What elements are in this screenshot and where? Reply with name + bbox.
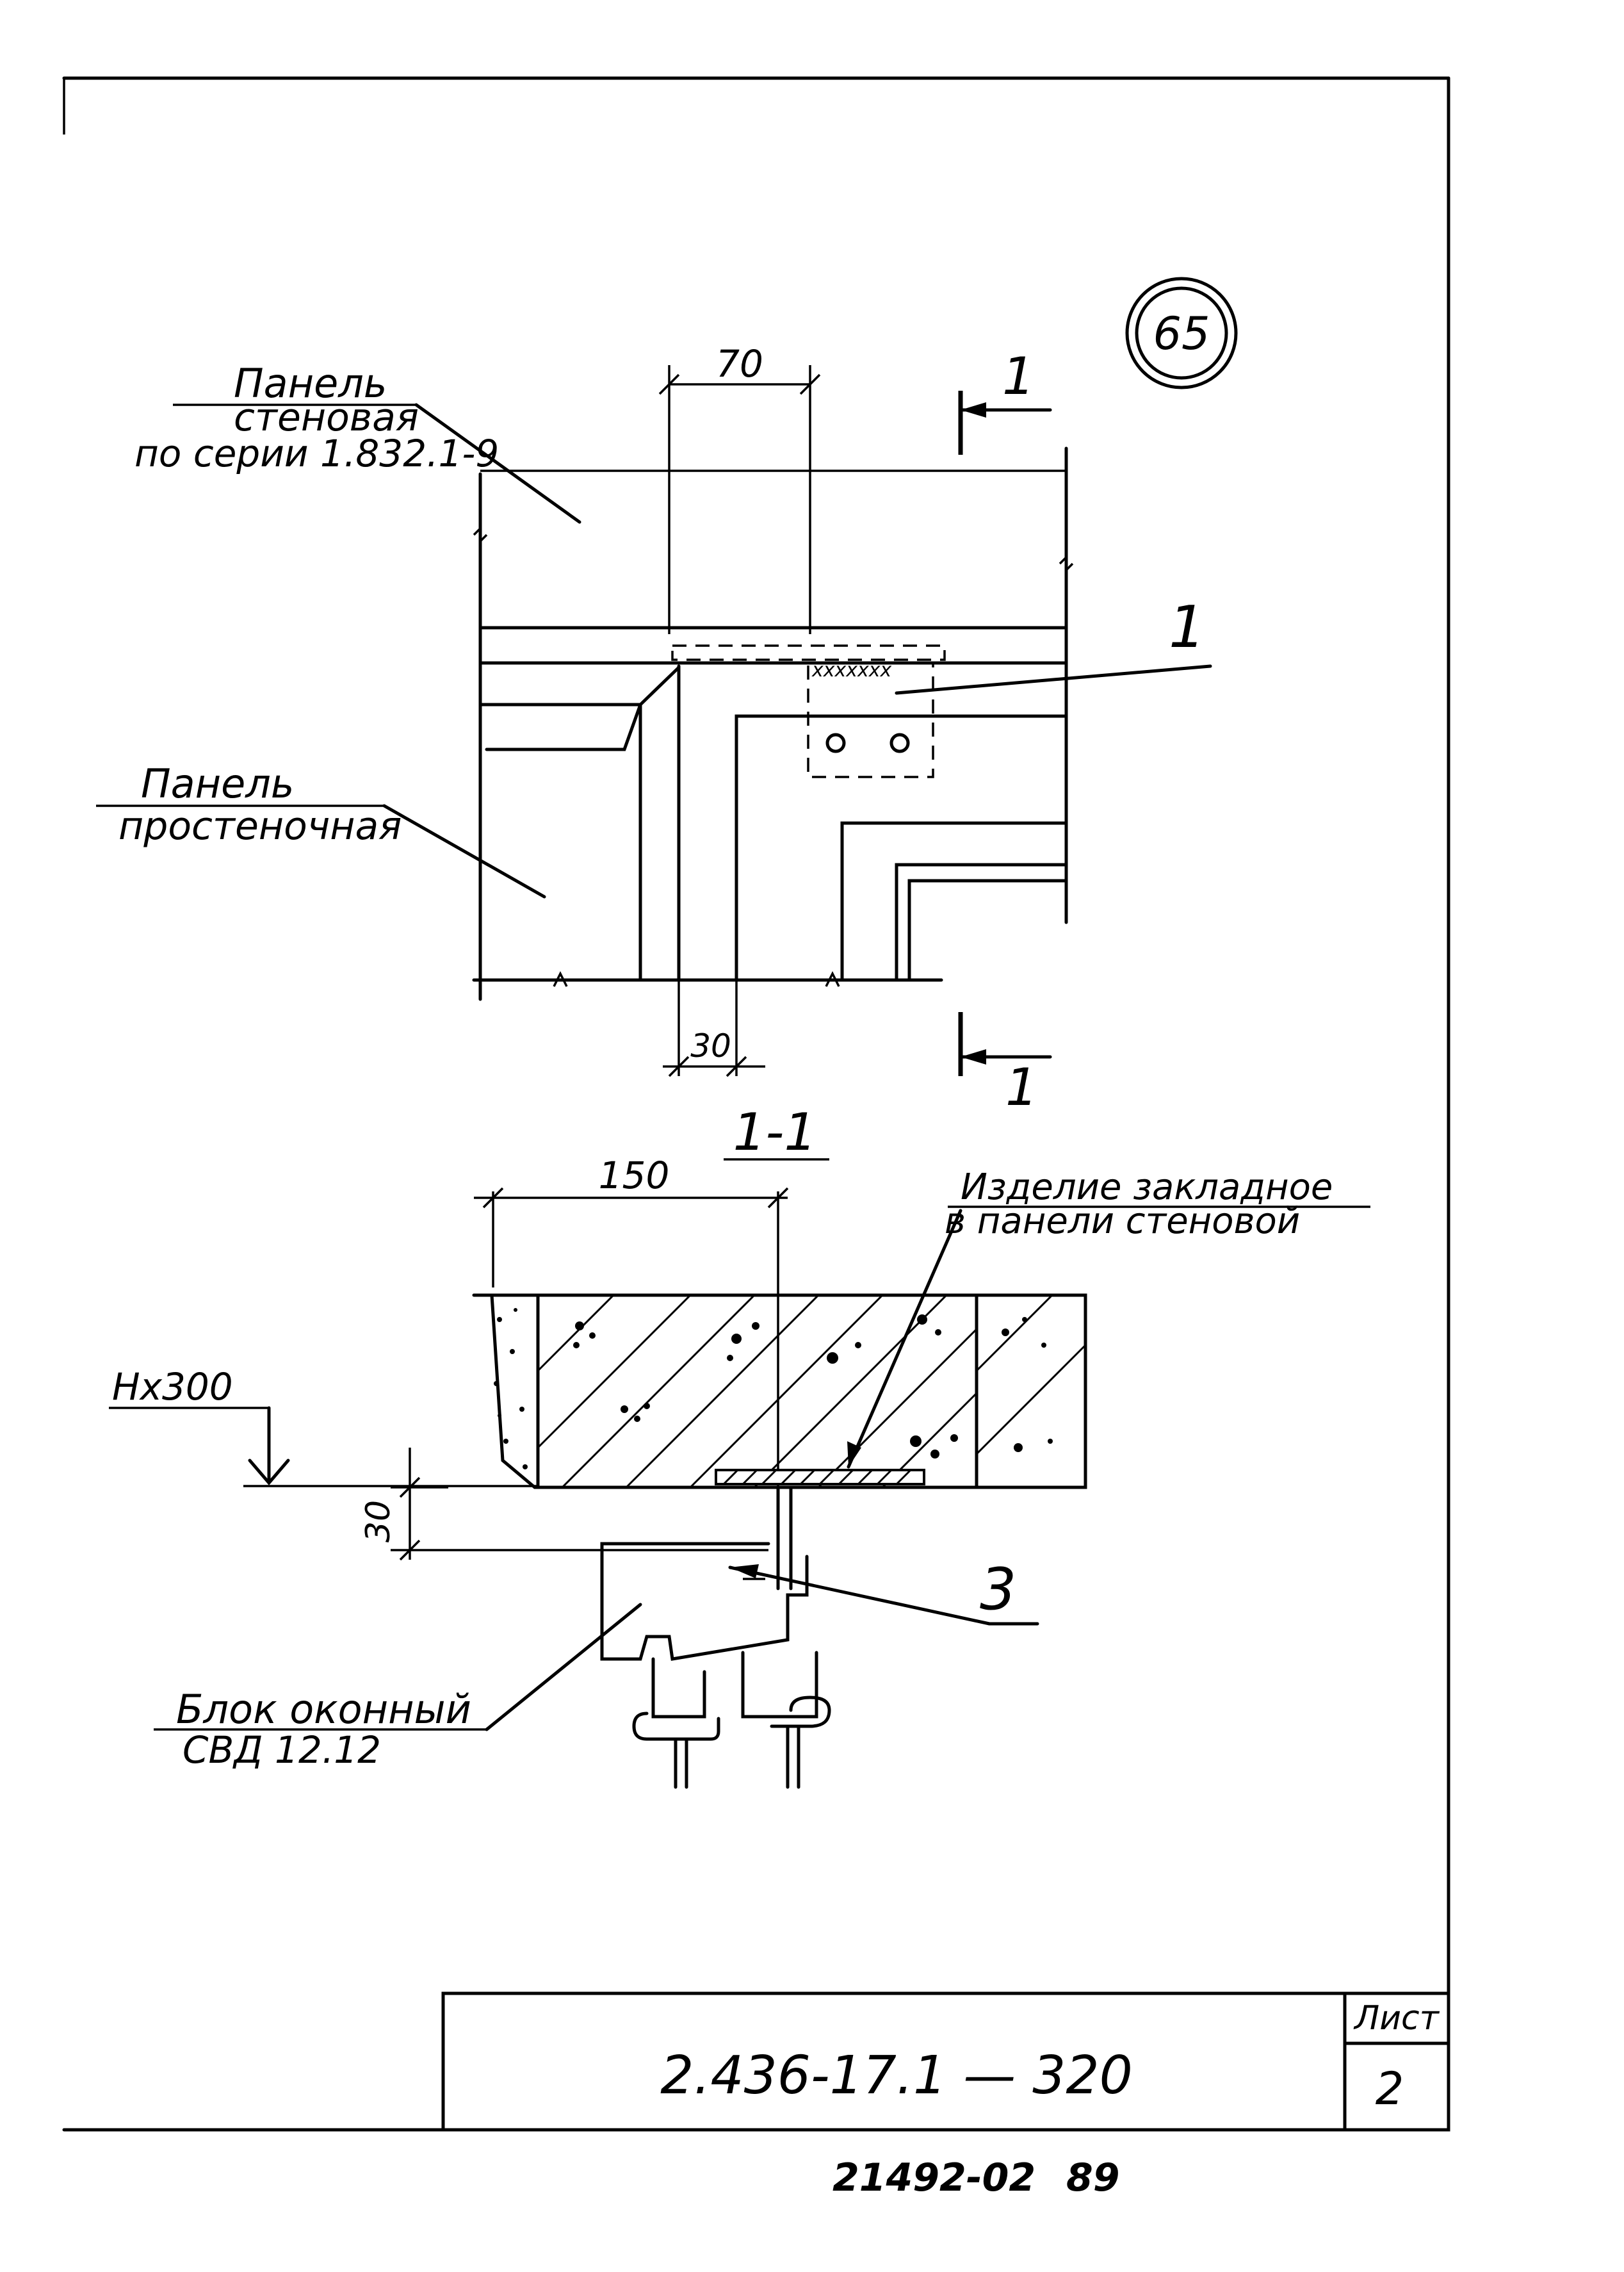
svg-text:Изделие закладное: Изделие закладное bbox=[961, 1166, 1333, 1208]
section-mark-top: 1 bbox=[1002, 347, 1035, 406]
svg-text:по серии 1.832.1-9: по серии 1.832.1-9 bbox=[134, 432, 499, 475]
inventory-number: 21492-02 bbox=[832, 2155, 1035, 2200]
callout-item-1: 1 bbox=[1169, 594, 1205, 661]
page-number: 89 bbox=[1066, 2155, 1120, 2200]
pier-panel-label: Панель простеночная bbox=[96, 760, 546, 899]
sheet-label: Лист bbox=[1353, 1999, 1440, 2038]
sheet-number: 2 bbox=[1376, 2063, 1404, 2115]
section-mark-bottom: 1 bbox=[1005, 1058, 1038, 1117]
wall-panel-label: Панель стеновая по серии 1.832.1-9 bbox=[134, 360, 581, 524]
svg-text:в панели стеновой: в панели стеновой bbox=[945, 1200, 1300, 1242]
dim-top-width: 70 bbox=[716, 342, 763, 386]
title-block: 2.436-17.1 — 320 Лист 2 bbox=[441, 1991, 1450, 2132]
svg-text:Блок оконный: Блок оконный bbox=[176, 1686, 471, 1733]
level-mark: Нх300 bbox=[112, 1365, 233, 1409]
dim-section-gap: 30 bbox=[359, 1500, 398, 1542]
svg-text:СВД 12.12: СВД 12.12 bbox=[183, 1728, 381, 1772]
window-block-label: Блок оконный СВД 12.12 bbox=[154, 1603, 642, 1772]
svg-text:Панель: Панель bbox=[234, 360, 387, 407]
svg-text:простеночная: простеночная bbox=[118, 804, 402, 849]
detail-mark: 65 bbox=[1125, 277, 1238, 389]
section-1-1: 1-1 150 bbox=[109, 1102, 1087, 1789]
embedded-part-label: Изделие закладное в панели стеновой bbox=[847, 1166, 1370, 1469]
svg-text:Панель: Панель bbox=[141, 760, 294, 807]
section-title: 1-1 bbox=[733, 1102, 817, 1162]
footer: 21492-02 89 bbox=[832, 2155, 1120, 2200]
dim-bottom-gap: 30 bbox=[690, 1027, 731, 1065]
dim-section-width: 150 bbox=[599, 1154, 670, 1197]
plan-view: 70 xxxxxxx 30 bbox=[472, 342, 1212, 1117]
callout-item-3: 3 bbox=[980, 1556, 1016, 1623]
detail-mark-number: 65 bbox=[1153, 307, 1210, 360]
svg-text:стеновая: стеновая bbox=[234, 395, 419, 440]
document-code: 2.436-17.1 — 320 bbox=[660, 2045, 1133, 2106]
